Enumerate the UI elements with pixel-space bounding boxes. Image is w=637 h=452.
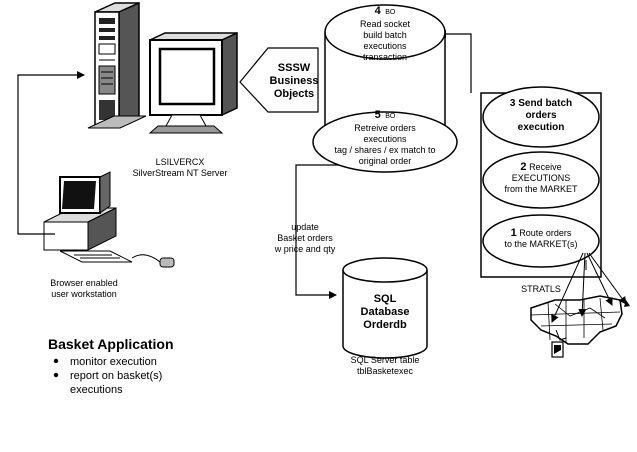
step3-line-3: execution (518, 122, 565, 133)
basket-bullet-2: report on basket(s) (70, 370, 162, 382)
step2-line-2: EXECUTIONS (512, 173, 571, 183)
basket-title: Basket Application (48, 336, 174, 352)
workstation-line-2: user workstation (51, 289, 117, 299)
sql-table-line-1: SQL Server table (351, 355, 420, 365)
sssw-line-3: Objects (274, 88, 314, 100)
bo4-line-3: executions (363, 41, 407, 51)
bo5-header: 5 BO (375, 109, 396, 121)
bo5-to-sql-arrow (295, 164, 340, 299)
bo4-line-4: transaction (363, 52, 407, 62)
small-flag-icon (551, 341, 564, 358)
sql-database-cylinder (342, 257, 428, 359)
sssw-callout-shape (239, 47, 319, 113)
step3-line-2: orders (525, 110, 557, 121)
bo5-line-2: executions (363, 134, 407, 144)
sql-db-line-2: Database (361, 306, 410, 318)
workstation-line-1: Browser enabled (50, 278, 118, 288)
step1-line-2: to the MARKET(s) (504, 239, 577, 249)
bullet-icon (53, 358, 59, 364)
us-map-icon (530, 252, 630, 345)
sssw-line-1: SSSW (278, 62, 311, 74)
step1-line-1: 1 Route orders (511, 227, 572, 239)
sssw-line-2: Business (270, 75, 319, 87)
server-monitor-icon (148, 31, 238, 134)
bo4-line-2: build batch (363, 30, 407, 40)
sql-db-line-3: Orderdb (363, 319, 407, 331)
server-name: LSILVERCX (156, 157, 205, 167)
bo4-header: 4 BO (375, 5, 396, 17)
workstation-server-link (17, 71, 85, 235)
sql-db-line-1: SQL (374, 293, 397, 305)
update-line-3: w price and qty (274, 244, 336, 254)
update-line-2: Basket orders (277, 233, 333, 243)
bo5-line-1: Retreive orders (354, 123, 416, 133)
server-description: SilverStream NT Server (133, 168, 228, 178)
step2-line-3: from the MARKET (504, 184, 578, 194)
step3-line-1: 3 Send batch (510, 98, 572, 109)
stratls-label: STRATLS (521, 284, 561, 294)
bullet-icon (53, 372, 59, 378)
workstation-icon (43, 171, 175, 268)
server-tower-icon (87, 1, 147, 129)
step2-line-1: 2 Receive (520, 161, 561, 173)
basket-bullet-1: monitor execution (70, 356, 157, 368)
bo5-line-4: original order (359, 156, 412, 166)
update-line-1: update (291, 222, 319, 232)
bo5-line-3: tag / shares / ex match to (334, 145, 435, 155)
basket-bullet-3: executions (70, 384, 123, 396)
stratls-to-bo4-arrow (438, 30, 472, 93)
bo4-line-1: Read socket (360, 19, 411, 29)
stratls-box (480, 86, 602, 278)
sql-table-line-2: tblBasketexec (357, 366, 414, 376)
business-objects-cylinder (312, 4, 458, 173)
